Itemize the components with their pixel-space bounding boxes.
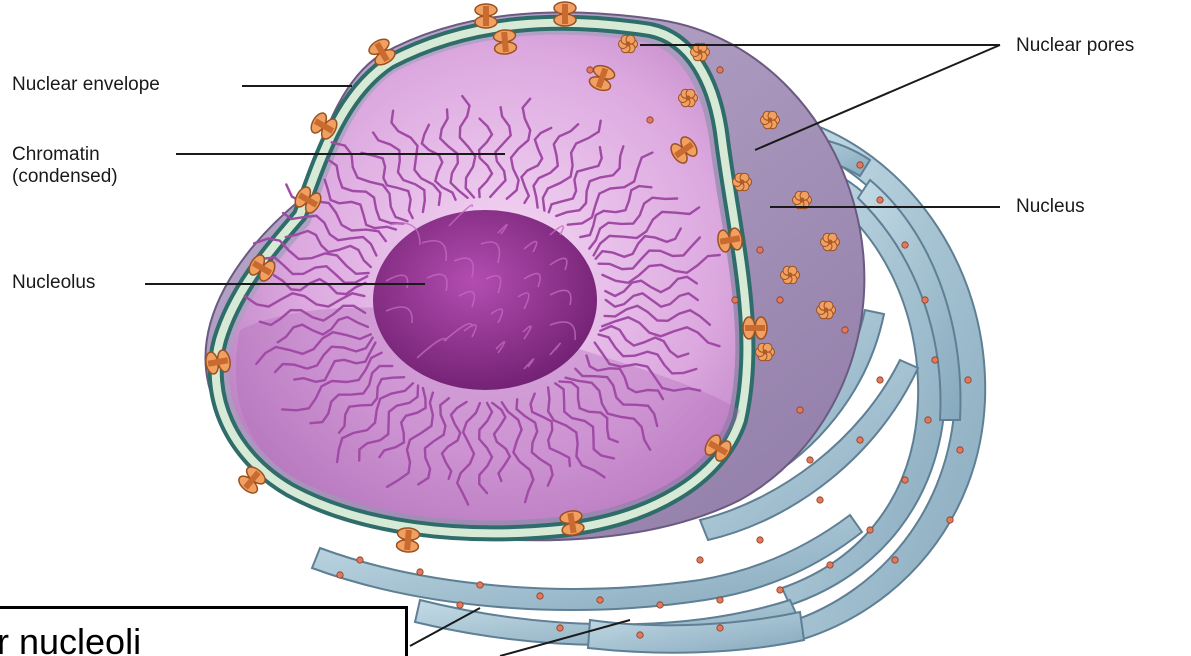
ribosome-dot <box>857 162 863 168</box>
nuclear-pore-surface <box>781 266 800 284</box>
nuclear-pore-surface <box>619 35 638 53</box>
ribosome-dot <box>817 497 823 503</box>
ribosome-dot <box>892 557 898 563</box>
ribosome-dot <box>337 572 343 578</box>
ribosome-dot <box>777 297 783 303</box>
label-chromatin: Chromatin (condensed) <box>12 144 118 188</box>
ribosome-dot <box>657 602 663 608</box>
ribosome-dot <box>877 197 883 203</box>
ribosome-dot <box>965 377 971 383</box>
ribosome-dot <box>947 517 953 523</box>
ribosome-dot <box>922 297 928 303</box>
ribosome-dot <box>587 67 593 73</box>
ribosome-dot <box>417 569 423 575</box>
nuclear-pore-surface <box>733 173 752 191</box>
nuclear-pore <box>559 509 585 536</box>
ribosome-dot <box>717 597 723 603</box>
ribosome-dot <box>637 632 643 638</box>
ribosome-dot <box>717 67 723 73</box>
nuclear-pore <box>716 227 743 253</box>
ribosome-dot <box>857 437 863 443</box>
ribosome-dot <box>477 582 483 588</box>
nuclear-pore <box>475 4 497 28</box>
ribosome-dot <box>647 117 653 123</box>
ribosome-dot <box>807 457 813 463</box>
caption-box: r nucleoli <box>0 606 408 656</box>
ribosome-dot <box>932 357 938 363</box>
ribosome-dot <box>717 625 723 631</box>
nuclear-pore-surface <box>761 111 780 129</box>
ribosome-dot <box>697 557 703 563</box>
nuclear-pore-surface <box>756 343 775 361</box>
ribosome-dot <box>757 247 763 253</box>
ribosome-dot <box>797 407 803 413</box>
nuclear-pore <box>396 527 420 553</box>
ribosome-dot <box>597 597 603 603</box>
ribosome-dot <box>827 562 833 568</box>
er-cisterna <box>588 612 804 653</box>
ribosome-dot <box>957 447 963 453</box>
ribosome-dot <box>732 297 738 303</box>
caption-text: r nucleoli <box>0 621 141 656</box>
ribosome-dot <box>867 527 873 533</box>
ribosome-dot <box>842 327 848 333</box>
ribosome-dot <box>357 557 363 563</box>
label-nucleolus: Nucleolus <box>12 272 95 294</box>
label-nuclear-pores: Nuclear pores <box>1016 35 1134 57</box>
nuclear-pore-surface <box>821 233 840 251</box>
ribosome-dot <box>457 602 463 608</box>
ribosome-dot <box>757 537 763 543</box>
label-chromatin-line1: Chromatin <box>12 144 118 166</box>
nuclear-pore-surface <box>817 301 836 319</box>
nuclear-pore-surface <box>679 89 698 107</box>
nuclear-pore <box>204 349 231 375</box>
label-nucleus: Nucleus <box>1016 196 1085 218</box>
ribosome-dot <box>777 587 783 593</box>
label-nuclear-envelope: Nuclear envelope <box>12 74 160 96</box>
label-chromatin-line2: (condensed) <box>12 166 118 188</box>
ribosome-dot <box>925 417 931 423</box>
ribosome-dot <box>902 242 908 248</box>
ribosome-dot <box>537 593 543 599</box>
ribosome-dot <box>877 377 883 383</box>
ribosome-dot <box>902 477 908 483</box>
ribosome-dot <box>557 625 563 631</box>
